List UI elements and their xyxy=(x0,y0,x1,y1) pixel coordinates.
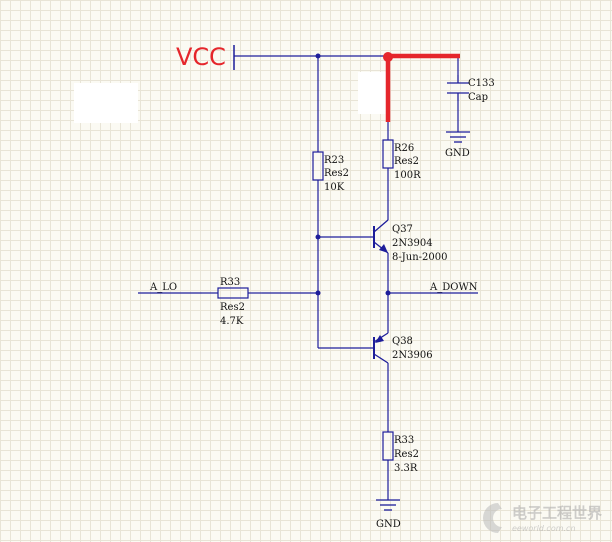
eeworld-watermark: 电子工程世界 eeworld.com.cn xyxy=(483,503,602,533)
resistor-r33-input xyxy=(202,287,262,299)
c133-value: Cap xyxy=(468,92,488,103)
r26-model: Res2 xyxy=(394,156,419,167)
ground-symbol-top xyxy=(446,131,470,143)
r23-model: Res2 xyxy=(324,168,349,179)
r23-ref: R23 xyxy=(324,155,344,166)
junction-top-left xyxy=(315,53,321,59)
net-a-down: A_DOWN xyxy=(429,282,478,293)
r33-input-model: Res2 xyxy=(220,302,245,313)
q37-date: 8-Jun-2000 xyxy=(392,252,447,263)
gnd-label-bottom: GND xyxy=(376,519,401,530)
watermark-cn-text: 电子工程世界 xyxy=(512,504,602,522)
q38-part: 2N3906 xyxy=(392,350,433,361)
r33-input-ref: R33 xyxy=(220,277,240,288)
junctions xyxy=(315,53,391,296)
vcc-port: VCC xyxy=(176,43,235,71)
r33-ground-ref: R33 xyxy=(394,435,414,446)
vcc-label: VCC xyxy=(176,43,226,71)
q38-ref: Q38 xyxy=(392,336,413,347)
highlight-wires xyxy=(385,53,460,122)
r26-value: 100R xyxy=(394,170,421,181)
r33-ground-model: Res2 xyxy=(394,449,419,460)
resistor-r33-ground xyxy=(382,422,394,472)
highlight-junction xyxy=(383,52,393,62)
blank-patch-left xyxy=(74,83,138,123)
gnd-label-top: GND xyxy=(445,148,470,159)
net-a-lo: A_LO xyxy=(149,282,177,293)
capacitor-c133 xyxy=(447,75,469,101)
resistor-r26 xyxy=(382,122,394,178)
junction-q37-base xyxy=(315,234,321,240)
junction-output xyxy=(385,290,391,296)
watermark-url: eeworld.com.cn xyxy=(512,524,576,533)
r23-value: 10K xyxy=(324,182,345,193)
c133-ref: C133 xyxy=(468,78,495,89)
r33-input-value: 4.7K xyxy=(220,316,244,327)
q37-emitter-arrow xyxy=(379,244,388,253)
q38-emitter-arrow xyxy=(375,335,384,343)
q37-part: 2N3904 xyxy=(392,238,433,249)
blank-patch-right xyxy=(358,72,388,114)
junction-input xyxy=(315,290,321,296)
wires xyxy=(138,55,478,500)
ground-symbol-bottom xyxy=(376,499,400,511)
resistor-r23 xyxy=(312,140,324,188)
r26-ref: R26 xyxy=(394,143,414,154)
q37-ref: Q37 xyxy=(392,224,413,235)
r33-ground-value: 3.3R xyxy=(394,463,418,474)
eeworld-logo-icon xyxy=(483,503,502,533)
